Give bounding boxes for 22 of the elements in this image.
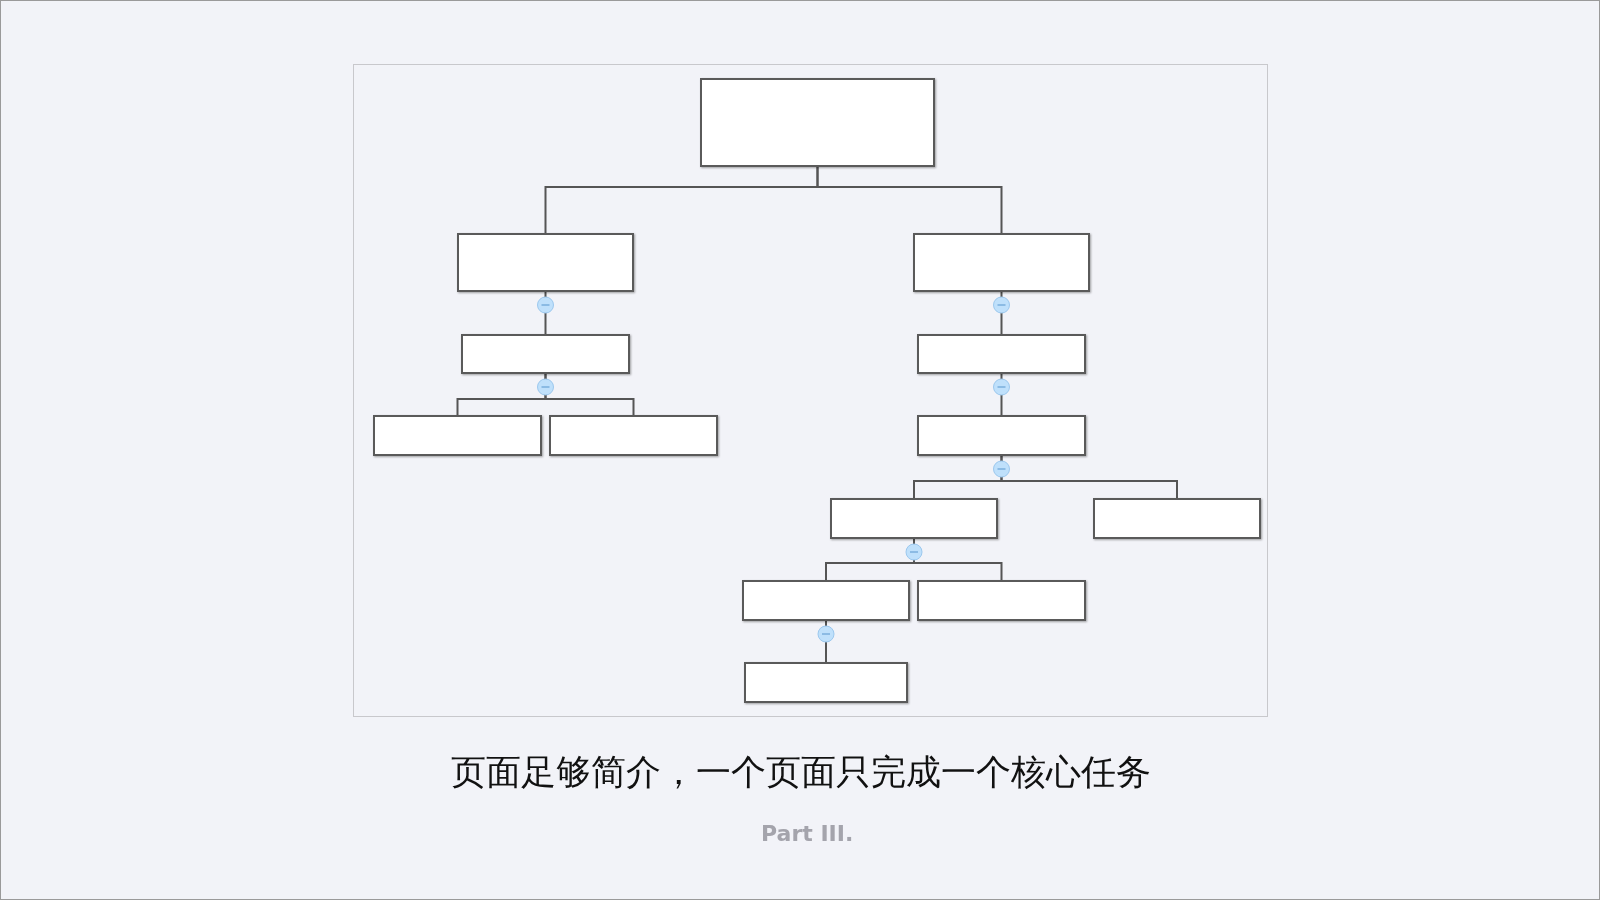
connector-line (544, 291, 547, 335)
empty-box (917, 334, 1086, 374)
empty-box (373, 415, 542, 456)
connector-line (1000, 455, 1178, 499)
caption: 页面足够简介，一个页面只完成一个核心任务 (451, 752, 1151, 792)
connector-line (1000, 291, 1003, 335)
empty-box (1093, 498, 1261, 539)
empty-box (700, 78, 935, 167)
empty-box (913, 233, 1090, 292)
connector-line (825, 620, 827, 663)
connector-line (816, 166, 1003, 234)
connector-line (1000, 373, 1003, 416)
connector-line (544, 373, 635, 416)
empty-box (461, 334, 630, 374)
empty-box (917, 580, 1086, 621)
empty-box (457, 233, 634, 292)
empty-box (549, 415, 718, 456)
empty-box (917, 415, 1086, 456)
section-label: Part III. (761, 821, 854, 846)
empty-box (830, 498, 998, 539)
empty-box (744, 662, 908, 703)
empty-box (742, 580, 910, 621)
